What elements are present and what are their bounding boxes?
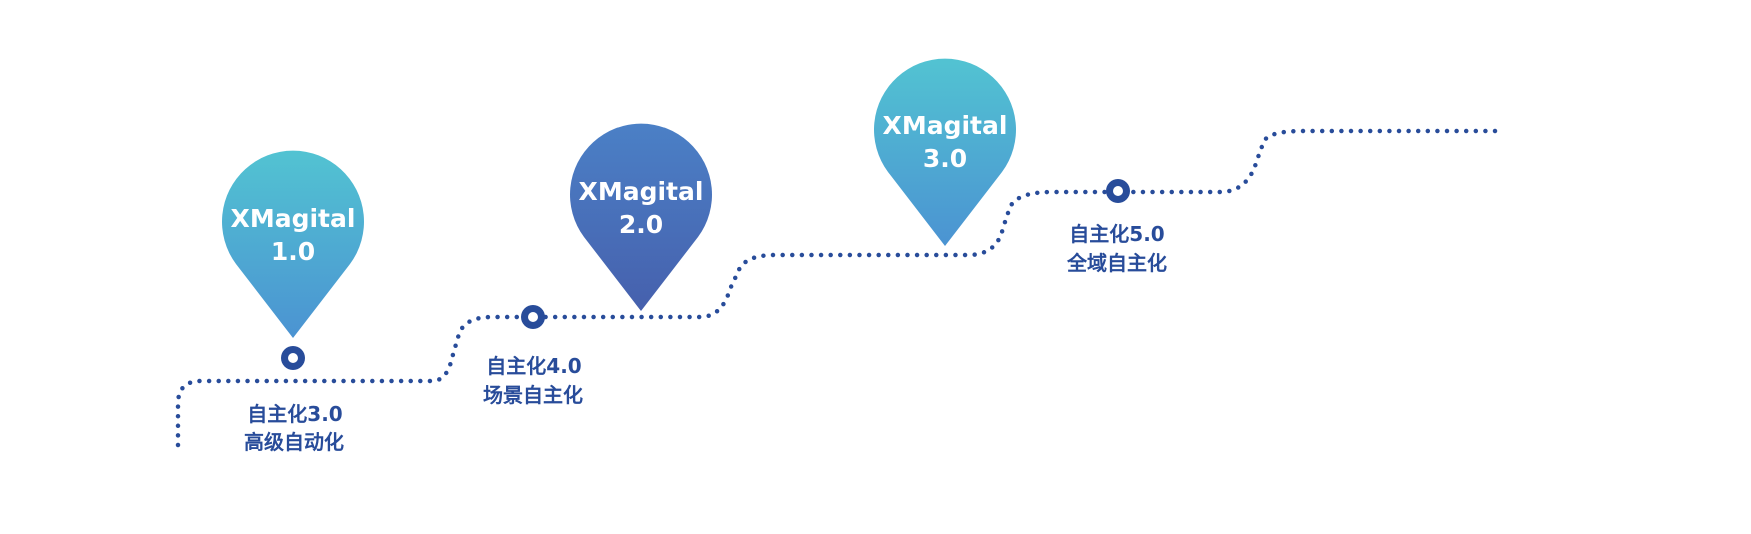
milestone-label-2: 自主化4.0 场景自主化 (483, 354, 583, 407)
map-pin-icon (221, 150, 364, 338)
milestone-node-2 (521, 305, 545, 329)
milestone-label-3: 自主化5.0 全域自主化 (1066, 222, 1167, 275)
node-center (528, 312, 538, 322)
pin-label-line2: 3.0 (923, 144, 967, 173)
pin-label-line1: XMagital (883, 111, 1008, 140)
version-pin-1: XMagital 1.0 (221, 150, 364, 338)
milestone-node-3 (1106, 179, 1130, 203)
milestone-subtitle: 全域自主化 (1066, 251, 1167, 275)
pin-label-line1: XMagital (231, 204, 356, 233)
pin-label-line1: XMagital (579, 177, 704, 206)
milestone-title: 自主化4.0 (486, 354, 581, 378)
roadmap-path (175, 128, 1507, 448)
map-pin-icon (874, 58, 1016, 246)
node-center (288, 353, 298, 363)
version-pin-3: XMagital 3.0 (874, 58, 1016, 246)
milestone-title: 自主化3.0 (247, 402, 342, 426)
milestone-subtitle: 场景自主化 (483, 383, 583, 407)
map-pin-icon (570, 123, 712, 311)
pin-label-line2: 2.0 (619, 210, 663, 239)
node-center (1113, 186, 1123, 196)
milestone-subtitle: 高级自动化 (244, 430, 344, 454)
milestone-label-1: 自主化3.0 高级自动化 (244, 402, 344, 454)
milestone-node-1 (281, 346, 305, 370)
milestone-title: 自主化5.0 (1069, 222, 1164, 246)
version-pin-2: XMagital 2.0 (570, 123, 712, 311)
pin-label-line2: 1.0 (271, 237, 315, 266)
